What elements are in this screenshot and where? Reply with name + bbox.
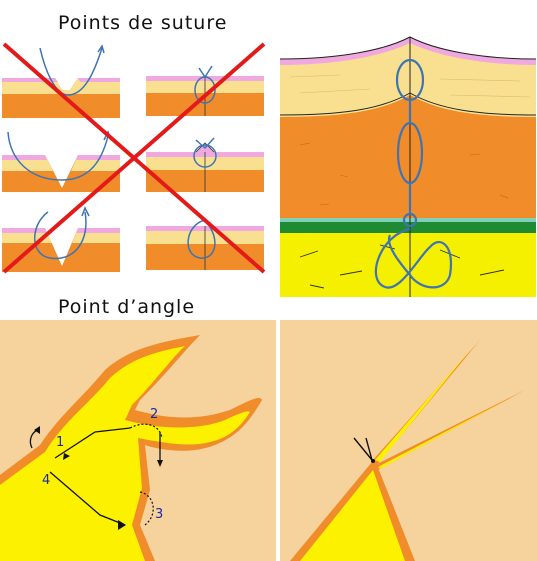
fat-layer bbox=[280, 231, 536, 297]
wound-diagram-row3-right bbox=[146, 219, 264, 270]
suture-thread bbox=[374, 58, 453, 289]
closed-corner-diagram bbox=[280, 320, 537, 561]
label-3: 3 bbox=[155, 507, 163, 522]
wound-diagram-row2-left bbox=[2, 130, 120, 192]
knot-icon bbox=[353, 437, 373, 461]
red-cross-icon bbox=[2, 42, 266, 274]
title-points-de-suture: Points de suture bbox=[58, 12, 228, 34]
wound-diagram-row1-right bbox=[146, 65, 264, 116]
label-1: 1 bbox=[56, 435, 64, 450]
flap-tissue bbox=[0, 346, 250, 561]
wound-diagram-row1-left bbox=[2, 44, 120, 118]
skin-layers-suture-diagram bbox=[280, 35, 536, 297]
wound-diagram-row2-right bbox=[146, 137, 264, 192]
corner-stitch-diagram: 1 2 3 4 bbox=[0, 320, 276, 561]
dermis-layer bbox=[280, 93, 536, 218]
muscle-layer bbox=[280, 221, 536, 233]
label-2: 2 bbox=[150, 407, 158, 422]
wound-diagram-row3-left bbox=[2, 206, 120, 272]
title-point-d-angle: Point d’angle bbox=[58, 296, 196, 318]
suture-comparison-panel bbox=[2, 42, 266, 274]
skin-surface bbox=[280, 37, 536, 65]
label-4: 4 bbox=[42, 473, 50, 488]
